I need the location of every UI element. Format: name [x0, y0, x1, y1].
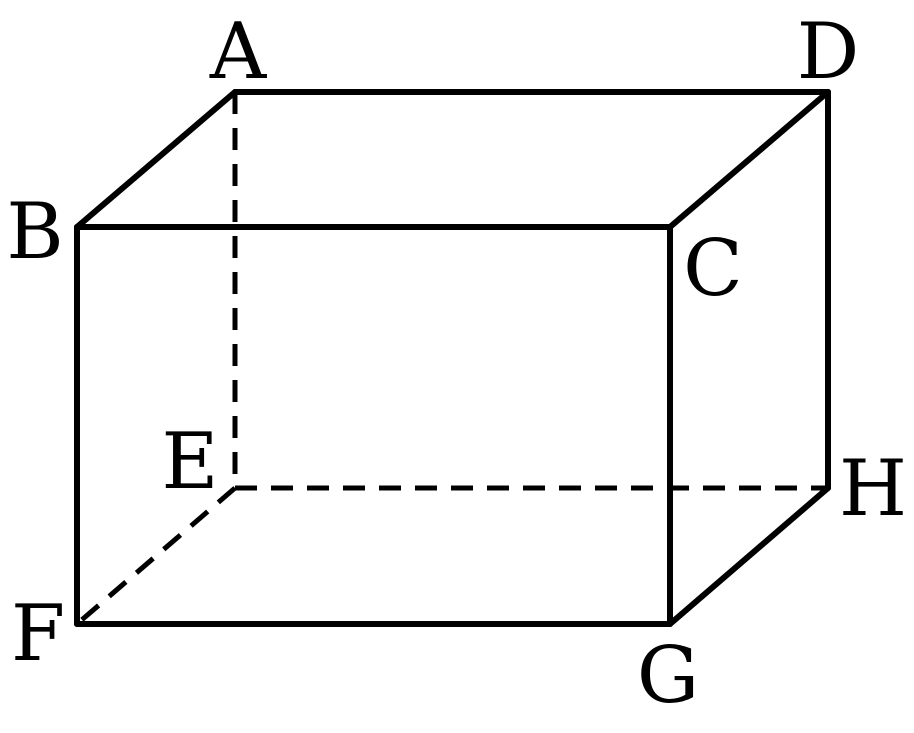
- vertex-label-b: B: [6, 187, 63, 277]
- vertex-label-h: H: [839, 444, 907, 534]
- edge-e-f: [75, 486, 237, 626]
- vertex-label-d: D: [797, 7, 860, 97]
- vertex-label-e: E: [162, 417, 219, 507]
- edge-g-h: [667, 485, 831, 627]
- vertex-label-f: F: [11, 589, 65, 679]
- vertex-label-c: C: [683, 224, 743, 314]
- vertex-label-a: A: [209, 7, 268, 97]
- vertex-label-g: G: [637, 631, 699, 721]
- edge-d-c: [667, 89, 831, 230]
- edge-a-b: [74, 89, 238, 230]
